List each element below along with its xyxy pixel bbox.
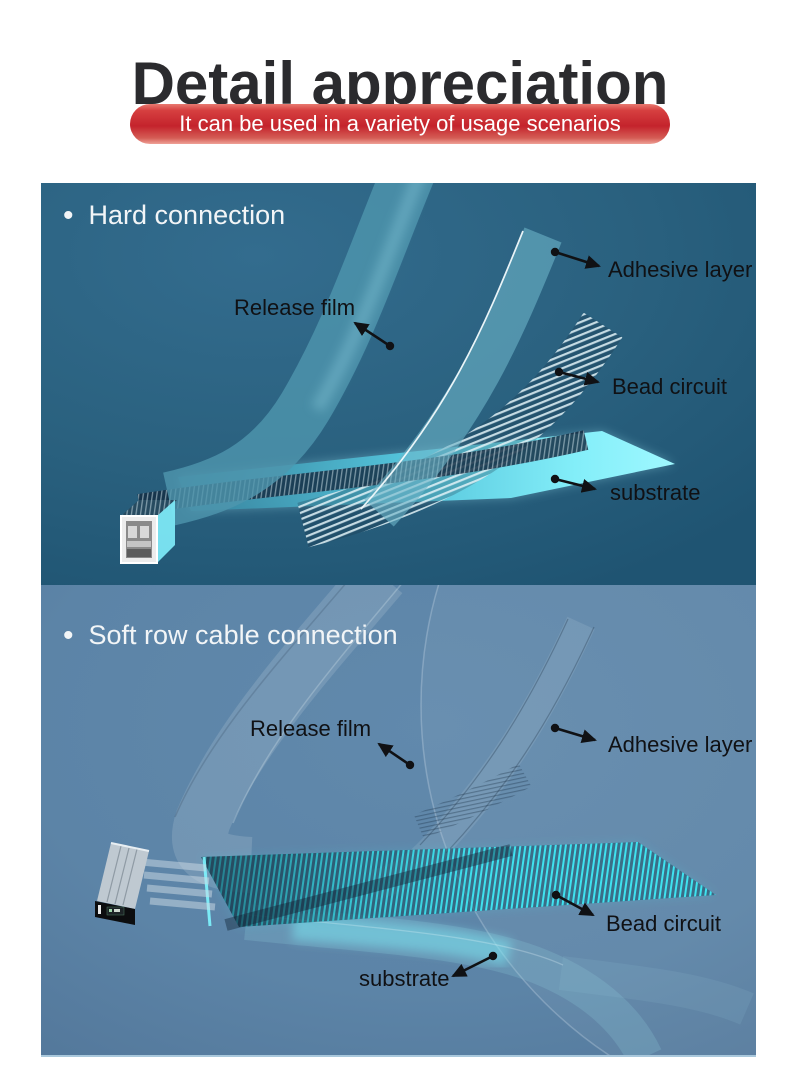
hard-connection-diagram bbox=[41, 183, 756, 585]
adhesive-layer-art bbox=[360, 227, 562, 527]
soft-row-cable-diagram bbox=[41, 585, 756, 1055]
bullet-icon: • bbox=[63, 618, 74, 652]
panel-soft-row-cable-connection: • Soft row cable connection Release film… bbox=[41, 585, 756, 1057]
adhesive-layer-arrow bbox=[550, 723, 597, 743]
release-film-art bbox=[162, 183, 434, 526]
release-film-arrow bbox=[377, 742, 415, 770]
label-substrate: substrate bbox=[610, 480, 701, 505]
adhesive-layer-arrow bbox=[550, 247, 601, 269]
cable-fingers-art bbox=[140, 858, 216, 911]
bead-circuit-arrow bbox=[554, 367, 600, 386]
panel2-heading: • Soft row cable connection bbox=[63, 620, 398, 651]
bead-circuit-arrow bbox=[551, 890, 595, 917]
background-rings-art bbox=[420, 585, 756, 1055]
connector-art bbox=[120, 500, 177, 564]
label-release-film: Release film bbox=[250, 716, 372, 741]
panel-hard-connection: • Hard connection Release film Adhesive … bbox=[41, 183, 756, 585]
bead-circuit-art bbox=[201, 842, 716, 931]
bullet-icon: • bbox=[63, 198, 74, 232]
panel2-heading-text: Soft row cable connection bbox=[88, 620, 398, 650]
label-adhesive-layer: Adhesive layer bbox=[608, 732, 753, 757]
release-film-art bbox=[172, 585, 403, 893]
subtitle-text: It can be used in a variety of usage sce… bbox=[179, 111, 621, 136]
label-bead-circuit: Bead circuit bbox=[606, 911, 721, 936]
substrate-arrow bbox=[451, 951, 498, 978]
panel1-heading: • Hard connection bbox=[63, 200, 285, 231]
release-film-arrow bbox=[353, 321, 395, 351]
label-bead-circuit: Bead circuit bbox=[612, 374, 727, 399]
connector-art bbox=[95, 842, 150, 925]
label-adhesive-layer: Adhesive layer bbox=[608, 257, 753, 282]
label-release-film: Release film bbox=[234, 295, 356, 320]
substrate-arrow bbox=[550, 474, 597, 493]
panel2-background bbox=[41, 585, 756, 1055]
panel1-heading-text: Hard connection bbox=[88, 200, 286, 230]
label-substrate: substrate bbox=[359, 966, 450, 991]
subtitle-banner: It can be used in a variety of usage sce… bbox=[130, 104, 670, 144]
